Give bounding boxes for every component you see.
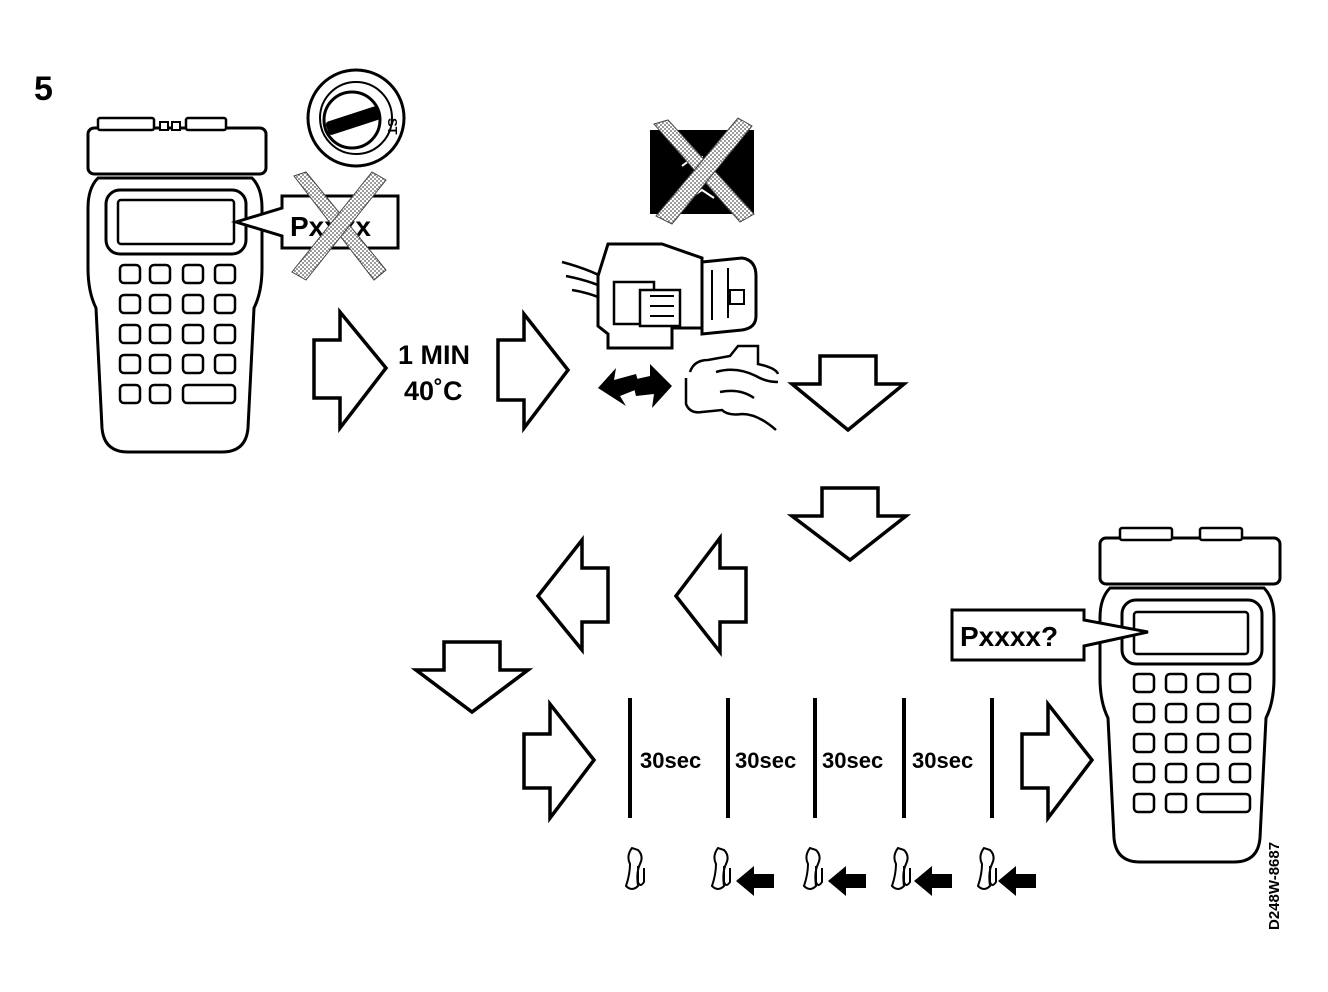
pedal-icon: [711, 847, 731, 890]
timing-sequence: 30sec 30sec 30sec 30sec: [628, 698, 994, 818]
hand-plug-icon: [684, 344, 780, 431]
pedal-press-row: [625, 847, 1036, 896]
timing-segment-4: 30sec: [912, 748, 973, 773]
pedal-icon: [803, 847, 823, 890]
step-number: 5: [34, 70, 53, 108]
keypad-left: [118, 263, 237, 405]
wait-temperature: 40˚C: [404, 376, 463, 406]
pedal-icon: [625, 847, 645, 890]
electrical-connector-icon: [561, 242, 758, 350]
arrow-down-2: [786, 486, 912, 563]
arrow-down-3: [410, 640, 534, 715]
timing-segment-2: 30sec: [735, 748, 796, 773]
push-arrow-icon: [736, 866, 774, 896]
arrow-right-1: [312, 307, 389, 434]
timing-segment-1: 30sec: [640, 748, 701, 773]
arrow-right-4: [1020, 698, 1095, 824]
push-arrow-icon: [828, 866, 866, 896]
ignition-switch-icon: ST: [306, 68, 406, 168]
pedal-icon: [977, 847, 997, 890]
scan-tool-right: Pxxxx?: [950, 526, 1282, 864]
display-code-right: Pxxxx?: [960, 621, 1058, 652]
arrow-left-2: [535, 534, 610, 655]
push-arrow-icon: [914, 866, 952, 896]
push-arrow-icon: [998, 866, 1036, 896]
ignition-position-label: ST: [385, 118, 400, 135]
scan-tool-left: Pxxxx: [86, 116, 400, 454]
arrow-right-2: [496, 308, 571, 434]
arrow-right-3: [522, 698, 597, 824]
timing-segment-3: 30sec: [822, 748, 883, 773]
pedal-icon: [891, 847, 911, 890]
keypad-right: [1132, 672, 1252, 814]
crossed-out-icon: [291, 171, 387, 281]
disconnect-arrows-icon: [598, 364, 672, 408]
arrow-down-1: [787, 354, 909, 433]
ac-off-icon: [650, 117, 755, 225]
arrow-left-1: [673, 532, 748, 658]
wait-duration: 1 MIN: [398, 340, 470, 370]
